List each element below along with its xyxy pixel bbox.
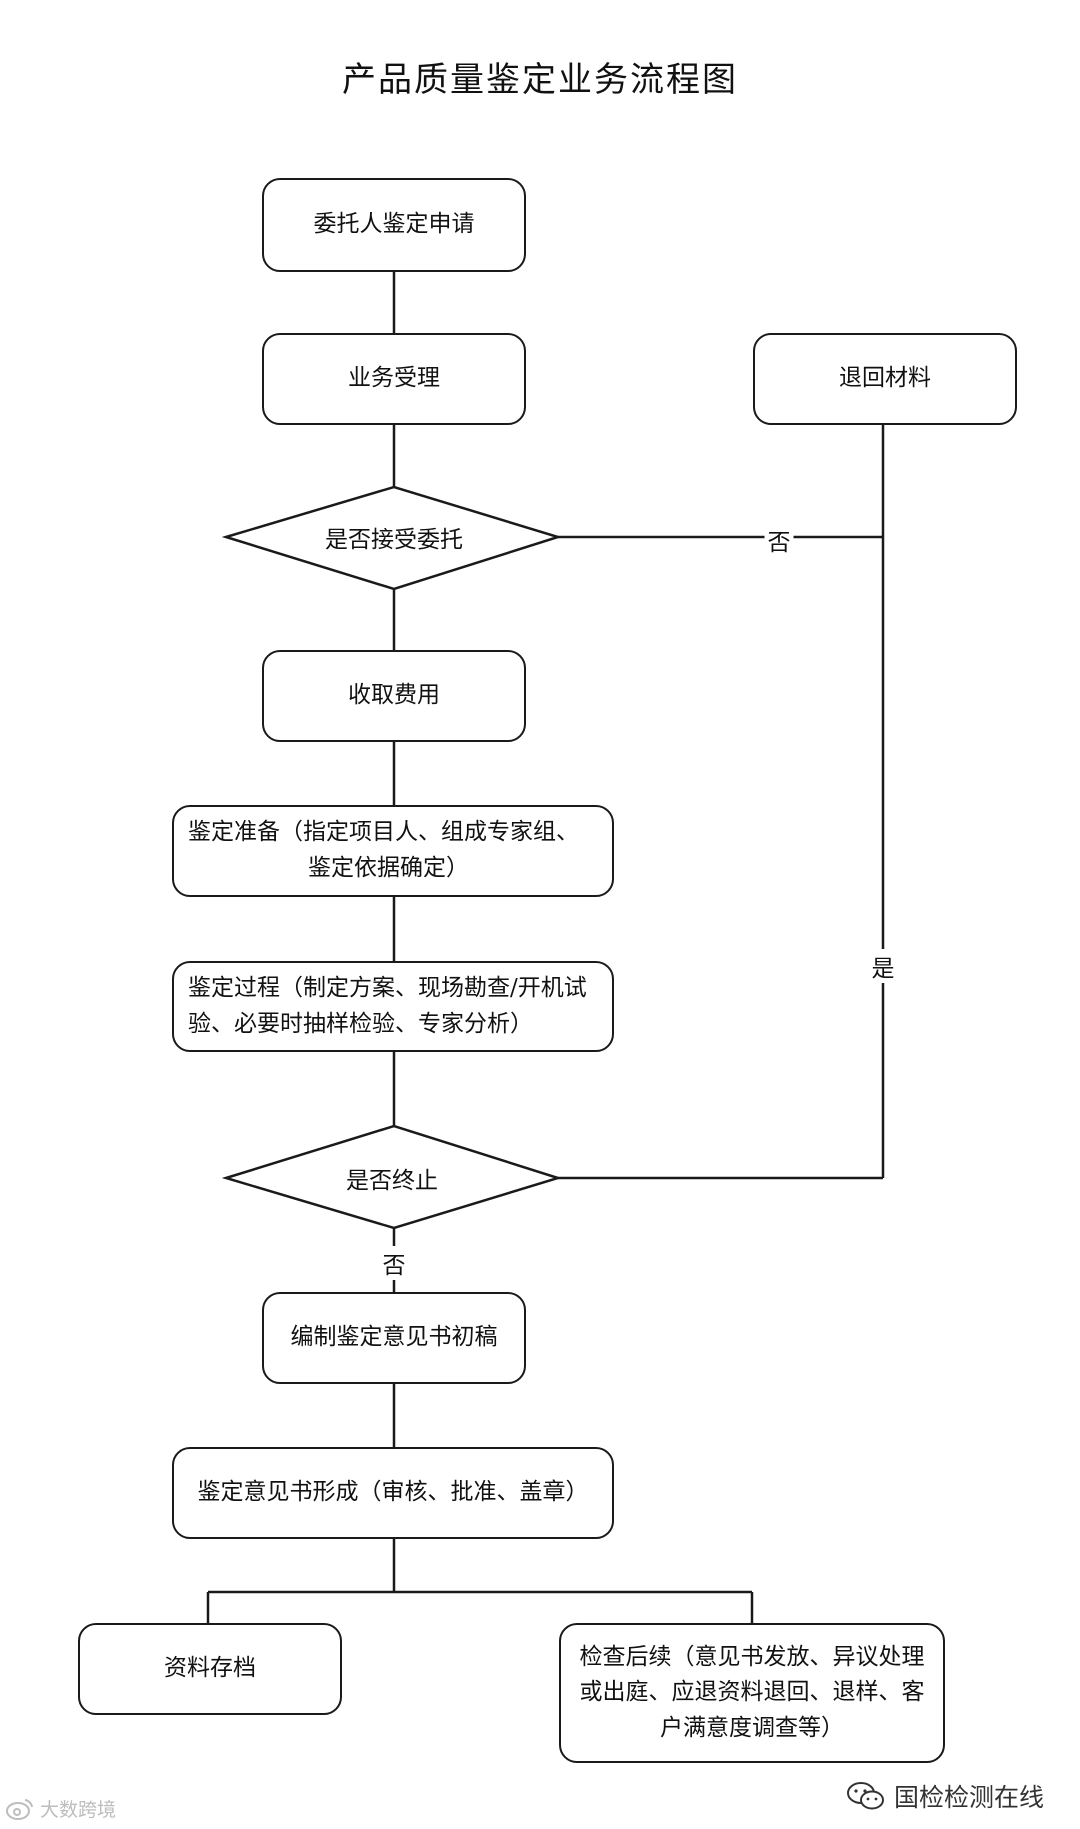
decision-stop-diamond <box>221 1124 563 1230</box>
step-accept: 业务受理 <box>262 333 526 425</box>
weibo-logo-icon <box>6 1798 33 1820</box>
step-follow-up-line2: 或出庭、应退资料退回、退样、客 <box>579 1679 925 1706</box>
step-draft-label: 编制鉴定意见书初稿 <box>290 1324 498 1351</box>
step-preparation: 鉴定准备（指定项目人、组成专家组、 鉴定依据确定） <box>172 805 614 897</box>
label-yes-stop: 是 <box>868 949 898 983</box>
label-no-accept: 否 <box>764 523 794 557</box>
step-follow-up-line3: 户满意度调查等） <box>660 1714 844 1741</box>
step-process-line1: 鉴定过程（制定方案、现场勘查/开机试 <box>188 974 587 1001</box>
step-preparation-line1: 鉴定准备（指定项目人、组成专家组、 <box>188 819 579 846</box>
watermark-right-text: 国检检测在线 <box>894 1783 1045 1812</box>
step-fee: 收取费用 <box>262 650 526 742</box>
step-apply: 委托人鉴定申请 <box>262 178 526 272</box>
step-apply-label: 委托人鉴定申请 <box>313 211 475 238</box>
step-archive-label: 资料存档 <box>164 1655 256 1682</box>
step-draft: 编制鉴定意见书初稿 <box>262 1292 526 1384</box>
label-no-stop: 否 <box>379 1246 409 1280</box>
decision-accept-diamond <box>221 485 563 591</box>
wechat-icon <box>847 1782 884 1810</box>
step-process: 鉴定过程（制定方案、现场勘查/开机试 验、必要时抽样检验、专家分析） <box>172 961 614 1052</box>
watermark-right: 国检检测在线 <box>846 1778 1044 1814</box>
step-return-materials-label: 退回材料 <box>839 365 931 392</box>
step-accept-label: 业务受理 <box>348 365 440 392</box>
step-archive: 资料存档 <box>78 1623 342 1715</box>
step-fee-label: 收取费用 <box>348 682 440 709</box>
step-preparation-line2: 鉴定依据确定） <box>308 855 469 881</box>
step-follow-up-line1: 检查后续（意见书发放、异议处理 <box>579 1643 925 1670</box>
step-follow-up: 检查后续（意见书发放、异议处理 或出庭、应退资料退回、退样、客 户满意度调查等） <box>559 1623 945 1763</box>
decision-accept-label: 是否接受委托 <box>325 527 463 553</box>
step-final: 鉴定意见书形成（审核、批准、盖章） <box>172 1447 614 1539</box>
step-process-line2: 验、必要时抽样检验、专家分析） <box>188 1010 533 1037</box>
step-return-materials: 退回材料 <box>753 333 1017 425</box>
step-final-label: 鉴定意见书形成（审核、批准、盖章） <box>197 1479 589 1506</box>
watermark-left: 大数跨境 <box>6 1795 116 1822</box>
diagram-title: 产品质量鉴定业务流程图 <box>342 60 738 100</box>
decision-stop-label: 是否终止 <box>346 1168 438 1194</box>
watermark-left-text: 大数跨境 <box>40 1799 117 1821</box>
